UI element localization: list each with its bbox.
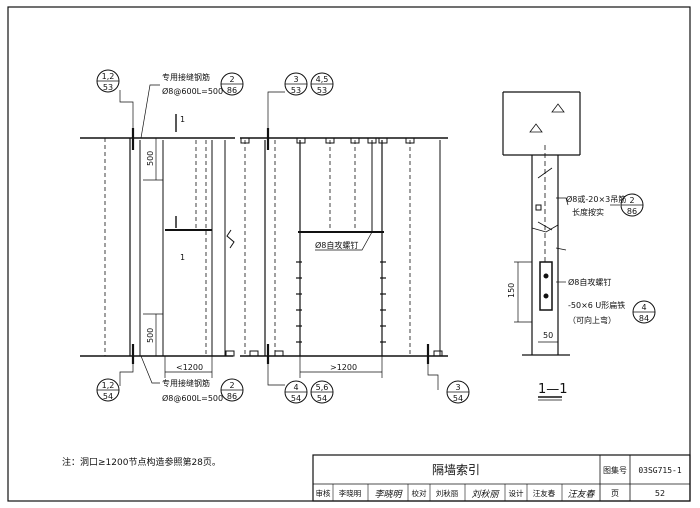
reviewer-name: 李晓明 (339, 488, 362, 498)
c10-bottom: 86 (627, 207, 637, 216)
c6-top: 2 (229, 381, 234, 390)
c8-top: 5,6 (316, 383, 329, 392)
joint-bar-note-bottom-2: Ø8@600L=500 (162, 393, 223, 403)
c1-bottom: 53 (103, 83, 113, 92)
section-title: 1—1 (538, 382, 568, 397)
joint-bar-note-bottom-1: 专用接缝钢筋 (162, 378, 210, 388)
screw-label-section: Ø8自攻螺钉 (568, 277, 611, 287)
c4-top: 4,5 (316, 75, 329, 84)
index-circle-c10: 2 86 (620, 193, 644, 217)
page-number: 52 (655, 489, 665, 498)
index-circle-c6: 2 86 (220, 378, 244, 402)
c2-top: 2 (229, 75, 234, 84)
c7-top: 4 (293, 383, 298, 392)
atlas-label: 图集号 (603, 465, 627, 475)
c9-bottom: 54 (453, 394, 463, 403)
c9-top: 3 (455, 383, 460, 392)
hanger-label-1: Ø8或-20×3吊筋 (566, 194, 626, 204)
dim-50: 50 (543, 331, 553, 340)
c7-bottom: 54 (291, 394, 301, 403)
index-circle-c8: 5,6 54 (310, 380, 334, 404)
index-circle-c5: 1,2 54 (96, 378, 120, 402)
index-circle-c7: 4 54 (284, 380, 308, 404)
index-circle-c2: 2 86 (220, 72, 244, 96)
c8-bottom: 54 (317, 394, 327, 403)
checker-signature: 刘秋丽 (471, 489, 500, 500)
dim-1200-left: <1200 (176, 363, 203, 372)
c11-bottom: 84 (639, 314, 649, 323)
checker-name: 刘秋丽 (436, 488, 459, 498)
reviewer-signature: 李晓明 (374, 489, 403, 500)
c4-bottom: 53 (317, 86, 327, 95)
section-mark-mid: 1 (180, 253, 185, 262)
index-circle-c9: 3 54 (446, 380, 470, 404)
drawing-title: 隔墙索引 (432, 463, 480, 477)
c1-top: 1,2 (102, 72, 115, 81)
dim-1200-right: >1200 (330, 363, 357, 372)
c5-top: 1,2 (102, 381, 115, 390)
c10-top: 2 (629, 196, 634, 205)
index-circle-c3: 3 53 (284, 72, 308, 96)
dim-500-top: 500 (146, 151, 155, 166)
section-1-1 (502, 91, 620, 401)
index-circle-c11: 4 84 (632, 300, 656, 324)
design-label: 设计 (509, 488, 524, 498)
c5-bottom: 54 (103, 392, 113, 401)
c3-bottom: 53 (291, 86, 301, 95)
dim-500-bottom: 500 (146, 328, 155, 343)
joint-bar-note-top-2: Ø8@600L=500 (162, 86, 223, 96)
wall-elevation (80, 84, 448, 390)
designer-name: 汪友春 (533, 488, 556, 498)
review-label: 审核 (316, 488, 331, 498)
c3-top: 3 (293, 75, 298, 84)
page-label: 页 (611, 489, 619, 498)
c6-bottom: 86 (227, 392, 237, 401)
general-note: 注：洞口≥1200节点构造参照第28页。 (62, 456, 221, 468)
joint-bar-note-top-1: 专用接缝钢筋 (162, 72, 210, 82)
index-circle-c1: 1,2 53 (96, 69, 120, 93)
title-block (312, 454, 691, 502)
hanger-label-2: 长度按实 (572, 207, 604, 217)
check-label: 校对 (412, 488, 427, 498)
u-iron-label-1: -50×6 U形扁铁 (568, 300, 625, 310)
dim-150: 150 (507, 283, 516, 298)
section-mark-top: 1 (180, 115, 185, 124)
u-iron-label-2: （可向上弯） (568, 315, 616, 325)
index-circle-c4: 4,5 53 (310, 72, 334, 96)
c2-bottom: 86 (227, 86, 237, 95)
designer-signature: 汪友春 (567, 489, 595, 500)
screw-label-elevation: Ø8自攻螺钉 (315, 240, 358, 250)
atlas-number: 03SG715-1 (638, 466, 682, 475)
c11-top: 4 (641, 303, 646, 312)
